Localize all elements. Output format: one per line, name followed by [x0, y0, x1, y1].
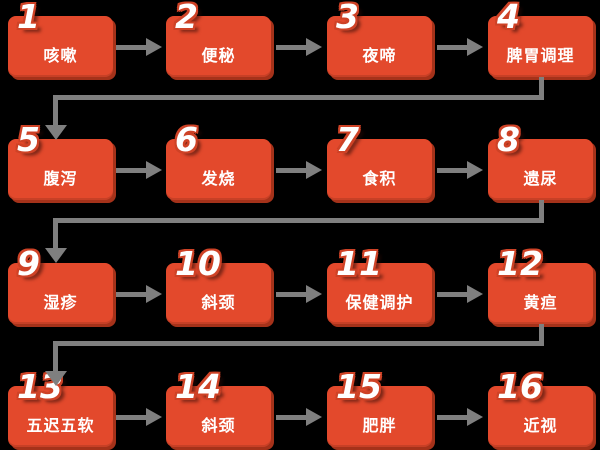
arrow-shaft	[437, 291, 467, 297]
arrow-right-icon	[306, 408, 322, 426]
flow-step-box-11: 11 保健调护	[327, 247, 432, 324]
flow-step-box-15: 15 肥胖	[327, 370, 432, 447]
step-label: 便秘	[201, 45, 236, 65]
arrow-shaft	[437, 167, 467, 173]
arrow-right-icon	[467, 408, 483, 426]
step-number: 9	[17, 244, 40, 283]
step-label: 近视	[523, 415, 558, 435]
right-arrow-connector	[276, 161, 322, 179]
arrow-right-icon	[467, 161, 483, 179]
flow-step-box-10: 10 斜颈	[166, 247, 271, 324]
arrow-shaft	[276, 167, 306, 173]
right-arrow-connector	[276, 285, 322, 303]
step-number: 5	[17, 120, 40, 159]
flow-step-box-4: 4 脾胃调理	[488, 0, 593, 77]
right-arrow-connector	[437, 38, 483, 56]
step-number: 3	[336, 0, 359, 36]
step-label: 湿疹	[43, 292, 78, 312]
connector-segment	[53, 95, 544, 100]
arrow-shaft	[116, 167, 146, 173]
connector-segment	[53, 341, 544, 346]
step-number: 2	[175, 0, 198, 36]
arrow-right-icon	[146, 285, 162, 303]
arrow-down-icon	[45, 125, 67, 140]
arrow-shaft	[276, 291, 306, 297]
arrow-right-icon	[306, 285, 322, 303]
step-label: 黄疸	[523, 292, 558, 312]
right-arrow-connector	[116, 408, 162, 426]
arrow-right-icon	[467, 38, 483, 56]
right-arrow-connector	[116, 285, 162, 303]
arrow-shaft	[116, 291, 146, 297]
step-label: 五迟五软	[26, 415, 95, 435]
arrow-shaft	[276, 44, 306, 50]
step-number: 8	[497, 120, 520, 159]
flow-step-box-16: 16 近视	[488, 370, 593, 447]
step-label: 遗尿	[523, 168, 558, 188]
arrow-down-icon	[45, 248, 67, 263]
arrow-shaft	[116, 44, 146, 50]
arrow-right-icon	[467, 285, 483, 303]
step-number: 7	[336, 120, 359, 159]
right-arrow-connector	[116, 161, 162, 179]
arrow-right-icon	[306, 161, 322, 179]
connector-segment	[539, 77, 544, 100]
right-arrow-connector	[437, 161, 483, 179]
arrow-right-icon	[146, 161, 162, 179]
step-number: 6	[175, 120, 198, 159]
arrow-shaft	[437, 414, 467, 420]
step-number: 11	[336, 244, 382, 283]
arrow-shaft	[276, 414, 306, 420]
connector-segment	[539, 200, 544, 223]
step-number: 15	[336, 367, 382, 406]
right-arrow-connector	[116, 38, 162, 56]
connector-segment	[53, 218, 544, 223]
step-label: 夜啼	[362, 45, 397, 65]
arrow-shaft	[116, 414, 146, 420]
step-number: 16	[497, 367, 543, 406]
step-label: 咳嗽	[43, 45, 78, 65]
flow-step-box-14: 14 斜颈	[166, 370, 271, 447]
step-label: 脾胃调理	[506, 45, 575, 65]
step-label: 食积	[362, 168, 397, 188]
step-number: 4	[497, 0, 520, 36]
step-label: 斜颈	[201, 415, 236, 435]
right-arrow-connector	[276, 38, 322, 56]
step-number: 1	[17, 0, 40, 36]
right-arrow-connector	[437, 408, 483, 426]
step-number: 10	[175, 244, 221, 283]
arrow-right-icon	[306, 38, 322, 56]
connector-segment	[53, 218, 58, 249]
connector-segment	[53, 341, 58, 372]
step-number: 14	[175, 367, 221, 406]
right-arrow-connector	[437, 285, 483, 303]
arrow-shaft	[437, 44, 467, 50]
arrow-down-icon	[45, 371, 67, 386]
right-arrow-connector	[276, 408, 322, 426]
step-label: 保健调护	[345, 292, 414, 312]
step-number: 12	[497, 244, 543, 283]
flow-step-box-12: 12 黄疸	[488, 247, 593, 324]
step-label: 斜颈	[201, 292, 236, 312]
step-label: 发烧	[201, 168, 236, 188]
arrow-right-icon	[146, 38, 162, 56]
step-label: 肥胖	[362, 415, 397, 435]
step-label: 腹泻	[43, 168, 78, 188]
connector-segment	[53, 95, 58, 126]
arrow-right-icon	[146, 408, 162, 426]
connector-segment	[539, 324, 544, 346]
